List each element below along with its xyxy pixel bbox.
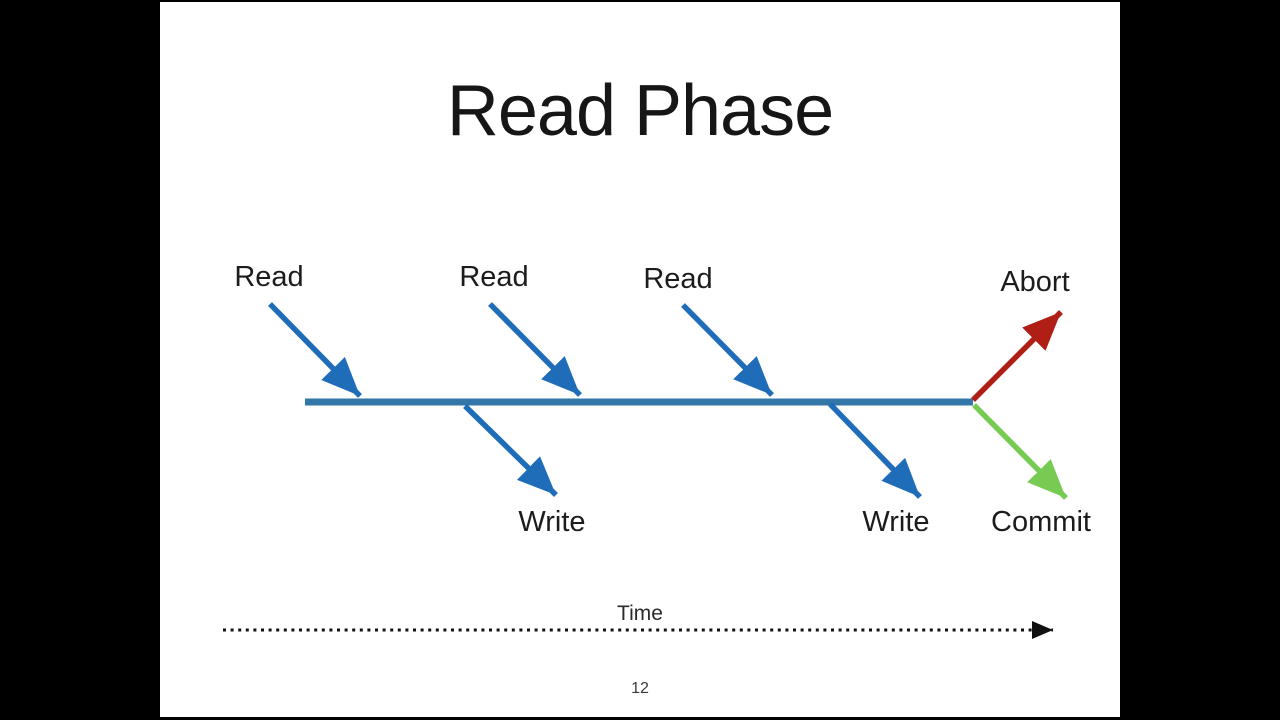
read-label-1: Read — [234, 261, 304, 293]
read-arrow-2 — [488, 302, 582, 397]
timeline-diagram — [223, 302, 1068, 639]
commit-label: Commit — [991, 506, 1091, 538]
abort-arrow — [971, 310, 1063, 402]
read-arrow-1 — [268, 302, 362, 398]
page-number: 12 — [631, 680, 649, 697]
write-label-2: Write — [862, 506, 930, 538]
write-label-1: Write — [518, 506, 586, 538]
abort-label: Abort — [1000, 266, 1070, 298]
commit-arrow — [972, 403, 1068, 500]
read-label-3: Read — [643, 263, 713, 295]
time-axis-label: Time — [617, 602, 663, 625]
read-arrow-3 — [681, 303, 774, 397]
presentation-slide: Read Phase — [160, 2, 1120, 717]
read-label-2: Read — [459, 261, 529, 293]
letterbox-left — [0, 0, 160, 720]
letterbox-right — [1120, 0, 1280, 720]
slide-title: Read Phase — [446, 71, 834, 151]
write-arrow-1 — [463, 404, 558, 497]
write-arrow-2 — [828, 402, 922, 499]
